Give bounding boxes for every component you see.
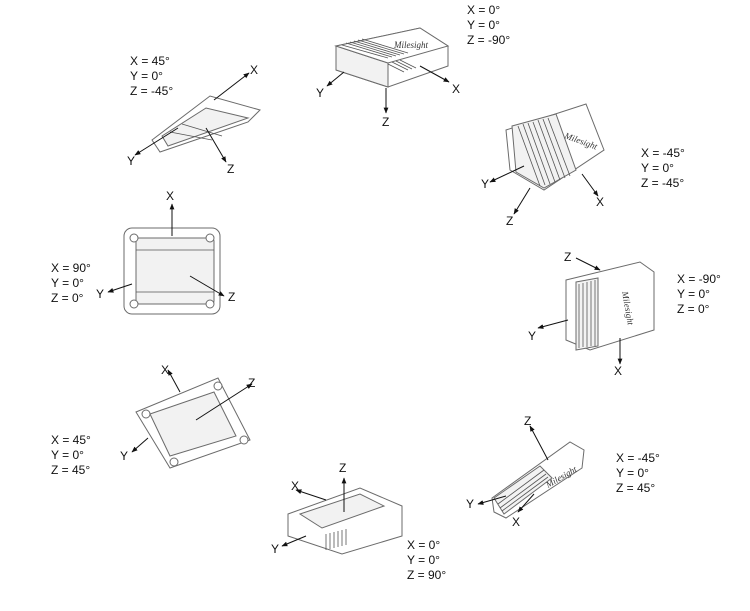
- axis-x-arrow-o8: [295, 489, 327, 501]
- axis-y-arrow-o4: [107, 283, 133, 293]
- axis-z-arrow-o4: [189, 275, 225, 297]
- z-angle: Z = -45°: [130, 84, 174, 98]
- x-angle: X = 45°: [130, 54, 170, 68]
- x-angle: X = 0°: [407, 538, 441, 552]
- x-angle: X = -90°: [677, 272, 721, 286]
- axis-z-label-o1: Z: [382, 115, 390, 129]
- y-angle: Y = 0°: [616, 466, 649, 480]
- axis-y-label-o6: Y: [120, 449, 129, 463]
- axis-y-label-o2: Y: [127, 154, 136, 168]
- axis-x-label-o6: X: [161, 363, 170, 377]
- axis-x-arrow-o1: [419, 65, 450, 83]
- orientation-label-o4: X = 90° Y = 0° Z = 0°: [51, 261, 91, 306]
- orientation-label-o8: X = 0° Y = 0° Z = 90°: [407, 538, 446, 583]
- axis-y-label-o8: Y: [271, 542, 280, 556]
- device-o6: [131, 369, 253, 469]
- axis-z-label-o7: Z: [524, 414, 532, 428]
- axis-z-arrow-o7: [529, 425, 549, 461]
- y-angle: Y = 0°: [641, 161, 674, 175]
- axis-x-arrow-o7: [517, 493, 535, 513]
- y-angle: Y = 0°: [130, 69, 163, 83]
- z-angle: Z = 90°: [407, 568, 447, 582]
- device-o1: Milesight: [326, 27, 450, 114]
- orientation-label-o7: X = -45° Y = 0° Z = 45°: [616, 451, 660, 496]
- x-angle: X = 45°: [51, 433, 91, 447]
- axis-z-label-o8: Z: [339, 461, 347, 475]
- device-o5: Milesight: [537, 257, 655, 365]
- axis-z-label-o3: Z: [506, 214, 514, 228]
- axis-z-arrow-o3: [513, 187, 531, 215]
- logo-o1: Milesight: [393, 40, 428, 50]
- z-angle: Z = 45°: [51, 463, 91, 477]
- axis-x-label-o4: X: [166, 189, 175, 203]
- axis-z-label-o6: Z: [248, 376, 256, 390]
- axis-x-label-o8: X: [291, 479, 300, 493]
- axis-x-arrow-o2: [213, 72, 250, 101]
- z-angle: Z = 45°: [616, 481, 656, 495]
- y-angle: Y = 0°: [677, 287, 710, 301]
- axis-y-label-o5: Y: [528, 329, 537, 343]
- axis-y-arrow-o8: [281, 535, 307, 547]
- x-angle: X = 0°: [467, 3, 501, 17]
- z-angle: Z = -45°: [641, 176, 685, 190]
- axis-z-label-o4: Z: [228, 290, 236, 304]
- device-o2: [134, 72, 261, 163]
- axis-y-arrow-o6: [131, 437, 149, 453]
- axis-x-arrow-o6: [167, 369, 181, 393]
- axis-y-label-o7: Y: [466, 497, 475, 511]
- z-angle: Z = -90°: [467, 33, 511, 47]
- x-angle: X = -45°: [641, 146, 685, 160]
- axis-x-label-o3: X: [596, 195, 605, 209]
- axis-z-arrow-o6: [195, 383, 253, 421]
- y-angle: Y = 0°: [407, 553, 440, 567]
- device-o4: [107, 203, 225, 315]
- axis-x-label-o7: X: [512, 515, 521, 529]
- y-angle: Y = 0°: [51, 448, 84, 462]
- axis-x-label-o1: X: [452, 82, 461, 96]
- axis-x-label-o2: X: [250, 63, 259, 77]
- y-angle: Y = 0°: [51, 276, 84, 290]
- orientation-label-o5: X = -90° Y = 0° Z = 0°: [677, 272, 721, 317]
- device-o3: Milesight: [489, 103, 605, 215]
- x-angle: X = -45°: [616, 451, 660, 465]
- axis-y-arrow-o3: [489, 165, 525, 183]
- axis-y-arrow-o2: [134, 127, 179, 156]
- axis-x-label-o5: X: [614, 364, 623, 378]
- z-angle: Z = 0°: [51, 291, 84, 305]
- device-o7: Milesight: [477, 425, 585, 519]
- axis-y-arrow-o5: [537, 319, 569, 329]
- axis-z-arrow-o2: [205, 127, 227, 163]
- orientation-label-o3: X = -45° Y = 0° Z = -45°: [641, 146, 685, 191]
- axis-y-arrow-o1: [326, 71, 345, 87]
- z-angle: Z = 0°: [677, 302, 710, 316]
- axis-y-label-o4: Y: [96, 287, 105, 301]
- orientation-label-o1: X = 0° Y = 0° Z = -90°: [467, 3, 510, 48]
- axis-z-label-o5: Z: [564, 250, 572, 264]
- axis-y-label-o3: Y: [481, 177, 490, 191]
- x-angle: X = 90°: [51, 261, 91, 275]
- axis-y-label-o1: Y: [316, 86, 325, 100]
- axis-x-arrow-o3: [581, 173, 599, 197]
- orientation-label-o2: X = 45° Y = 0° Z = -45°: [130, 54, 173, 99]
- axis-z-arrow-o5: [575, 257, 601, 271]
- device-o8: [281, 477, 403, 555]
- axis-z-label-o2: Z: [227, 162, 235, 176]
- orientation-label-o6: X = 45° Y = 0° Z = 45°: [51, 433, 91, 478]
- y-angle: Y = 0°: [467, 18, 500, 32]
- axis-y-arrow-o7: [477, 495, 507, 505]
